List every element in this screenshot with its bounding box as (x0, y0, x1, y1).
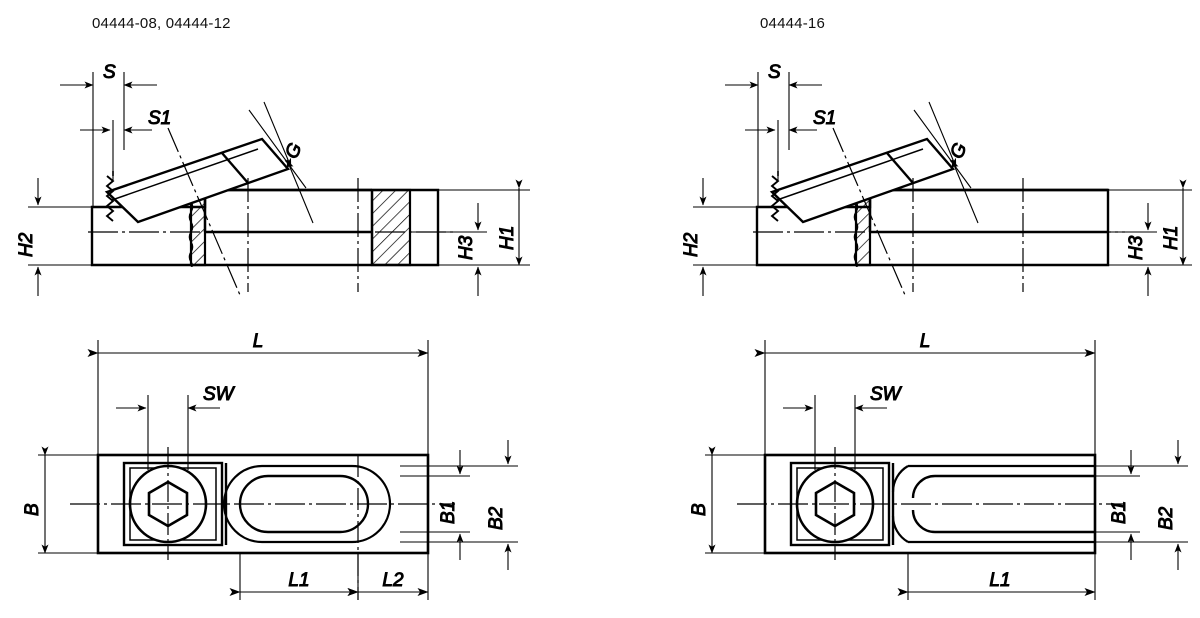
dim-label-L1: L1 (288, 570, 309, 591)
dim-label-L-right: L (920, 331, 931, 352)
left-plan-view: L SW B B1 B2 (22, 331, 518, 600)
right-plan-view: L SW B B1 B2 (689, 331, 1188, 600)
dim-label-B2: B2 (486, 506, 507, 530)
dim-label-H2-right: H2 (681, 232, 702, 257)
dim-label-B1: B1 (438, 501, 459, 524)
right-side-section-view: S S1 G H2 H3 (681, 62, 1192, 296)
dim-label-B-right: B (689, 503, 710, 516)
dim-label-B1-right: B1 (1109, 501, 1130, 524)
dim-label-SW-right: SW (870, 384, 903, 405)
part-number-right: 04444-16 (760, 15, 825, 32)
dim-label-H1-right: H1 (1161, 226, 1182, 250)
dim-label-S1: S1 (148, 108, 171, 129)
dim-label-S: S (103, 62, 116, 83)
dim-label-L1-right: L1 (989, 570, 1010, 591)
dim-label-H3: H3 (456, 235, 477, 260)
dim-label-L: L (253, 331, 264, 352)
dim-label-B2-right: B2 (1156, 506, 1177, 530)
left-side-section-view: S S1 G H2 H3 (16, 62, 530, 296)
dim-label-L2: L2 (382, 570, 404, 591)
dim-label-S1-right: S1 (813, 108, 836, 129)
dim-label-B: B (22, 503, 43, 516)
dim-label-SW: SW (203, 384, 236, 405)
dim-label-S-right: S (768, 62, 781, 83)
part-number-left: 04444-08, 04444-12 (92, 15, 231, 32)
dim-label-H1: H1 (497, 226, 518, 250)
dim-label-H2: H2 (16, 232, 37, 257)
dim-label-H3-right: H3 (1126, 235, 1147, 260)
